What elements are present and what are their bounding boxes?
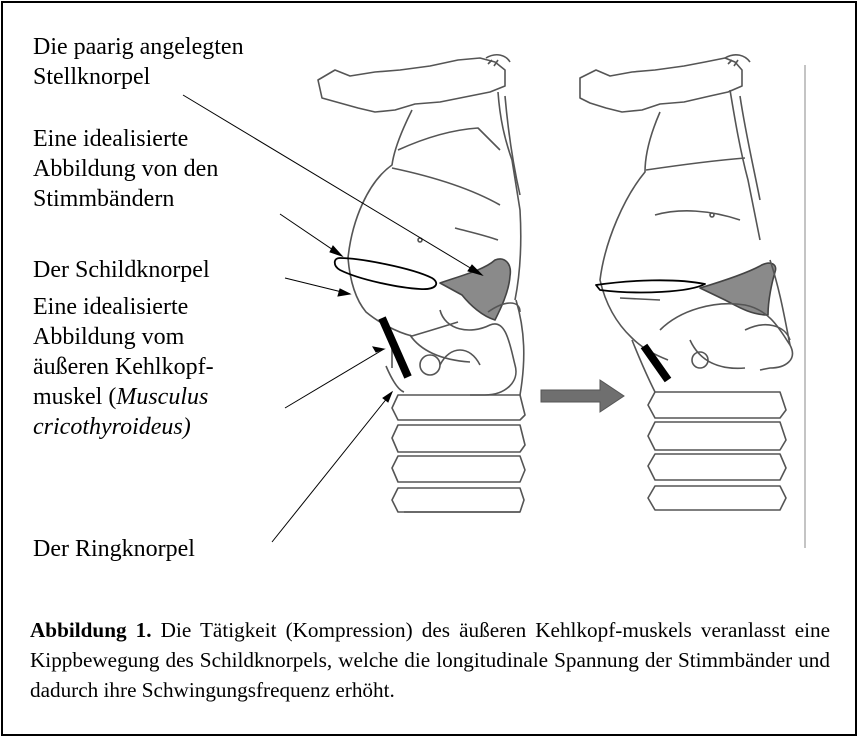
- hyoid-bone-right: [580, 58, 742, 112]
- label-muscle-latin-1: Musculus: [116, 384, 208, 410]
- trachea-ring-right: [648, 392, 786, 418]
- label-arytenoid: Die paarig angelegten Stellknorpel: [33, 32, 244, 92]
- figure-caption: Abbildung 1. Die Tätigkeit (Kompression)…: [30, 615, 830, 705]
- label-thyroid: Der Schildknorpel: [33, 255, 210, 285]
- vocal-fold-left: [335, 258, 436, 289]
- pointer-lines: [183, 95, 482, 542]
- thyroid-cartilage-left: [348, 110, 458, 336]
- muscle-bar-left: [382, 318, 408, 377]
- hyoid-bone-left: [318, 58, 505, 112]
- label-muscle: Eine idealisierte Abbildung vom äußeren …: [33, 292, 214, 442]
- label-vocal-folds: Eine idealisierte Abbildung von den Stim…: [33, 124, 218, 214]
- label-muscle-latin-2: cricothyroideus): [33, 414, 191, 440]
- label-cricoid: Der Ringknorpel: [33, 534, 195, 564]
- pointer-cricoid: [272, 392, 392, 542]
- arytenoid-cartilage-right: [700, 263, 776, 315]
- pointer-muscle: [285, 349, 384, 408]
- larynx-left: [318, 55, 525, 512]
- cricoid-cartilage-right: [660, 304, 792, 370]
- larynx-right: [580, 55, 792, 510]
- transition-arrow: [541, 380, 624, 412]
- caption-lead: Abbildung 1.: [30, 618, 152, 642]
- thyroid-cartilage-right: [600, 112, 668, 360]
- trachea-ring-left: [392, 395, 525, 420]
- vocal-fold-right: [596, 280, 705, 292]
